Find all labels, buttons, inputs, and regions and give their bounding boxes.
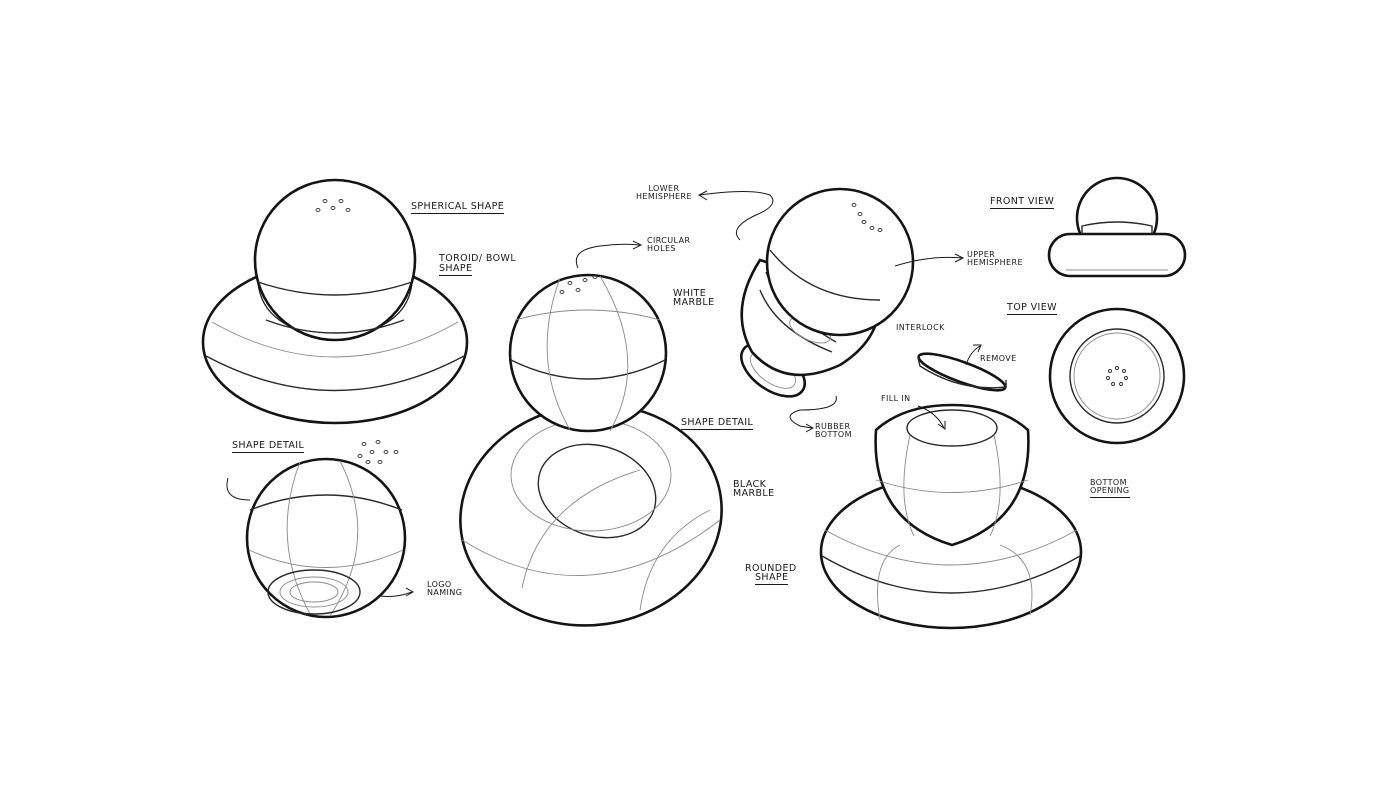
- label-circular-holes: CIRCULAR HOLES: [647, 237, 690, 253]
- label-white-marble: WHITE MARBLE: [673, 288, 715, 308]
- label-logo-line1: LOGO: [427, 580, 452, 589]
- label-rubber-bottom: RUBBER BOTTOM: [815, 423, 852, 439]
- label-upper-hemisphere-line1: UPPER: [967, 250, 996, 259]
- label-rounded-shape-line1: ROUNDED: [745, 563, 797, 574]
- label-toroid-bowl-line2: SHAPE: [439, 263, 473, 276]
- label-remove: REMOVE: [980, 354, 1017, 363]
- interlock-ring-sketch: [917, 344, 1007, 392]
- label-top-view: TOP VIEW: [1007, 302, 1057, 315]
- label-circular-holes-line1: CIRCULAR: [647, 236, 691, 245]
- label-bottom-opening-line2: OPENING: [1090, 487, 1130, 498]
- label-bottom-opening: BOTTOM OPENING: [1090, 479, 1130, 498]
- label-spherical-shape: SPHERICAL SHAPE: [411, 201, 505, 214]
- label-lower-hemisphere-line1: LOWER: [648, 184, 680, 193]
- label-logo-line2: NAMING: [427, 588, 463, 597]
- label-upper-hemisphere-line2: HEMISPHERE: [967, 258, 1023, 267]
- shape-detail-sphere-sketch: [226, 440, 415, 619]
- label-upper-hemisphere: UPPER HEMISPHERE: [967, 251, 1023, 267]
- label-shape-detail-center: SHAPE DETAIL: [681, 417, 754, 430]
- sphere-on-toroid-sketch: [201, 178, 469, 425]
- label-rubber-bottom-line1: RUBBER: [815, 422, 851, 431]
- label-bottom-opening-line1: BOTTOM: [1090, 478, 1127, 487]
- front-view-sketch: [1047, 176, 1187, 278]
- bowl-bottom-opening-sketch: [819, 403, 1083, 630]
- label-toroid-bowl-line1: TOROID/ BOWL: [439, 253, 517, 264]
- top-view-sketch: [1048, 307, 1186, 445]
- label-rounded-shape-line2: SHAPE: [755, 572, 789, 585]
- label-shape-detail-left: SHAPE DETAIL: [232, 440, 305, 453]
- exploded-assembly-sketch: [697, 187, 965, 433]
- label-white-marble-line1: WHITE: [673, 288, 707, 299]
- label-lower-hemisphere-line2: HEMISPHERE: [636, 192, 692, 201]
- label-interlock: INTERLOCK: [896, 323, 945, 332]
- label-white-marble-line2: MARBLE: [673, 297, 715, 308]
- label-circular-holes-line2: HOLES: [647, 244, 676, 253]
- label-black-marble: BLACK MARBLE: [733, 479, 775, 499]
- label-toroid-bowl-shape: TOROID/ BOWL SHAPE: [439, 254, 516, 276]
- label-rubber-bottom-line2: BOTTOM: [815, 430, 852, 439]
- label-rounded-shape: ROUNDED SHAPE: [745, 564, 797, 585]
- label-black-marble-line1: BLACK: [733, 479, 767, 490]
- label-logo-naming: LOGO NAMING: [427, 581, 462, 597]
- white-on-black-marble-sketch: [459, 240, 723, 627]
- label-front-view: FRONT VIEW: [990, 196, 1055, 209]
- label-lower-hemisphere: LOWER HEMISPHERE: [636, 185, 692, 201]
- label-fill-in: FILL IN: [881, 394, 911, 403]
- label-black-marble-line2: MARBLE: [733, 488, 775, 499]
